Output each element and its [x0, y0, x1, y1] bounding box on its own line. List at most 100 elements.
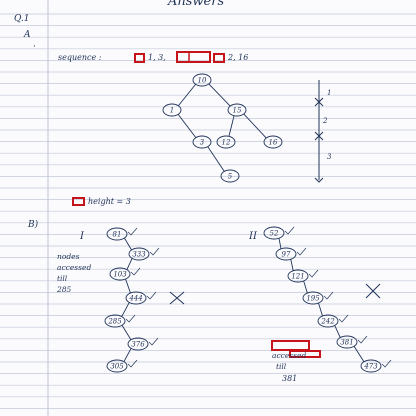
height-text: height = 3 [88, 197, 131, 206]
cross-mark [365, 283, 381, 299]
tree-node [128, 247, 150, 261]
check-mark [146, 291, 157, 300]
tree-edge [208, 83, 231, 107]
tree-node [104, 314, 126, 328]
cross-mark [169, 291, 185, 305]
check-mark [381, 359, 392, 368]
tree-node-value: 5 [228, 172, 233, 180]
tree-edge [303, 280, 308, 294]
note-line: accessed [57, 263, 91, 272]
tree-edge [318, 302, 323, 317]
bullet-dot: · [33, 42, 36, 52]
tree-node-value: 16 [269, 138, 278, 146]
tree-node-value: 444 [128, 294, 142, 302]
tree-node-value: 52 [270, 229, 279, 237]
check-mark [323, 291, 334, 300]
tree-edge [207, 146, 225, 172]
tree-edge [123, 348, 132, 362]
tree-node [227, 103, 247, 117]
sequence-label: sequence : [58, 53, 102, 62]
tree-node [287, 269, 309, 283]
note-line: 381 [282, 374, 297, 383]
check-mark [127, 227, 138, 236]
tree-ii-label: II [248, 231, 258, 242]
tree-edge [243, 113, 267, 139]
tree-node-value: 305 [110, 362, 124, 370]
tree-node [106, 227, 128, 241]
tree-node-value: 333 [132, 250, 146, 258]
tree-edge [228, 115, 235, 137]
check-mark [284, 226, 295, 235]
tree-node-value: 10 [198, 76, 207, 84]
tree-node [162, 103, 182, 117]
tree-edge [353, 346, 365, 362]
tree-node-value: 381 [340, 338, 353, 346]
tree-edge [290, 259, 294, 271]
header-partial: Answers [167, 0, 224, 9]
check-mark [308, 269, 319, 278]
tree-node-value: 12 [222, 138, 231, 146]
redaction-box [213, 53, 225, 63]
sequence-values: 1, 3, [148, 53, 166, 62]
question-number: Q.1 [14, 14, 30, 24]
tree-node-value: 285 [107, 317, 122, 325]
part-a-label: A [23, 30, 31, 40]
tree-node-value: 97 [282, 250, 291, 258]
tree-edge [125, 278, 131, 294]
check-mark [338, 314, 349, 323]
level-bar: 1 2 3 [314, 80, 332, 183]
note-line: accessed [272, 351, 306, 360]
note-line: till [57, 274, 68, 283]
tree-node-value: 195 [306, 294, 320, 302]
tree-node [263, 226, 285, 240]
check-mark [130, 267, 141, 276]
redaction-box [134, 53, 145, 63]
redaction-box [289, 350, 321, 358]
tree-node-value: 15 [233, 106, 242, 114]
tree-node [263, 135, 283, 149]
check-mark [296, 247, 307, 256]
tree-node [109, 267, 131, 281]
sequence-end: 2, 16 [227, 53, 248, 62]
ruled-lines [0, 13, 416, 409]
tree-node [302, 291, 324, 305]
redaction-box [72, 197, 85, 206]
redaction-box [271, 340, 310, 351]
tree-node-value: 473 [363, 362, 378, 370]
tree-edge [178, 83, 196, 107]
check-mark [357, 335, 368, 344]
tree-node-value: 3 [200, 138, 205, 146]
tree-node [317, 314, 339, 328]
redaction-box [176, 51, 211, 63]
tree-node [125, 291, 147, 305]
tree-node [360, 359, 382, 373]
tree-node-value: 81 [113, 230, 122, 238]
tree-node-value: 242 [320, 317, 335, 325]
tree-node [192, 73, 212, 87]
tree-i-label: I [79, 231, 85, 242]
tree-node [220, 169, 240, 183]
check-mark [149, 247, 160, 256]
check-mark [125, 314, 136, 323]
level-number: 3 [327, 153, 332, 161]
tree-node [275, 247, 297, 261]
tree-a: 10 1 15 3 12 16 5 [162, 73, 283, 183]
tree-edge [124, 237, 132, 251]
tree-edge [121, 325, 132, 340]
note-line: 285 [56, 285, 72, 294]
level-number: 1 [327, 89, 331, 97]
tree-node-value: 1 [170, 106, 174, 114]
check-mark [127, 359, 138, 368]
tree-node [336, 335, 358, 349]
tree-edge [334, 325, 341, 338]
tree-node-value: 376 [131, 340, 145, 348]
part-b-label: B) [27, 219, 39, 230]
tree-node [106, 359, 128, 373]
check-mark [148, 337, 159, 346]
level-number: 2 [322, 117, 328, 125]
tree-node [216, 135, 236, 149]
tree-edge [126, 258, 133, 270]
